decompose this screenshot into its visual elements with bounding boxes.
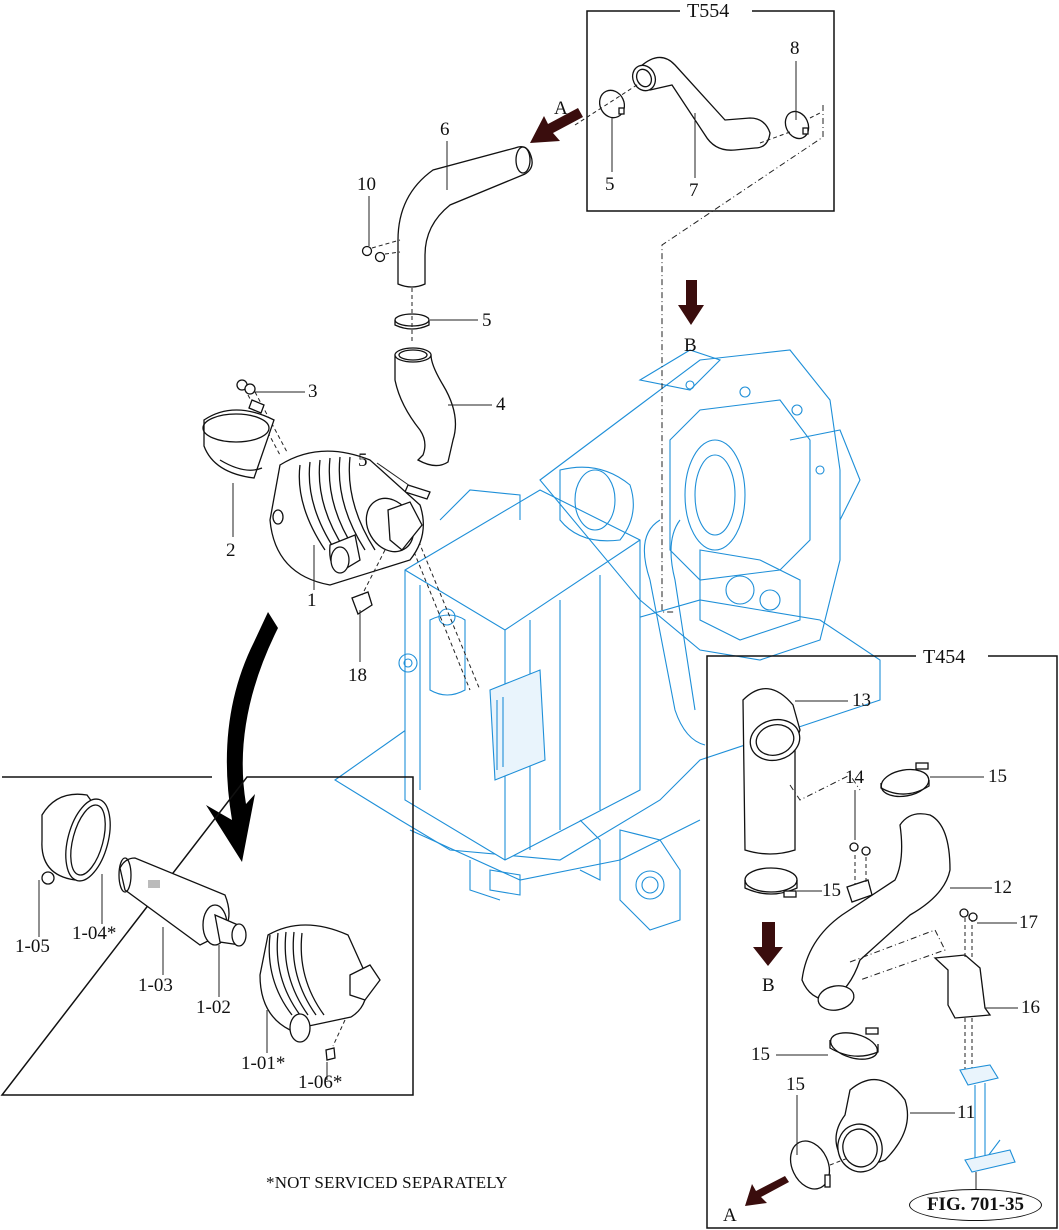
view-label-a-top: A: [554, 98, 568, 119]
view-arrow-a-t454-icon: [745, 1176, 789, 1206]
callout-13: 13: [852, 690, 871, 711]
callout-15d: 15: [786, 1074, 805, 1095]
mount-line-4: [254, 391, 288, 453]
leader-lines: [38, 61, 1018, 1189]
callout-17: 17: [1019, 912, 1038, 933]
inset-title-t454: T454: [919, 647, 970, 667]
callout-3: 3: [308, 381, 318, 402]
footnote-not-serviced: *NOT SERVICED SEPARATELY: [266, 1173, 508, 1192]
callout-4: 4: [496, 394, 506, 415]
callout-5b: 5: [358, 450, 368, 471]
mount-line-3: [247, 394, 281, 456]
callout-5: 5: [482, 310, 492, 331]
part-10-nut-a: [361, 245, 373, 257]
callout-15c: 15: [751, 1044, 770, 1065]
figure-number-badge: FIG. 701-35: [909, 1189, 1042, 1221]
route-line-t554: [661, 105, 824, 613]
callout-1-04: 1-04*: [72, 923, 117, 944]
callout-10: 10: [357, 174, 376, 195]
view-arrow-b-t454-icon: [753, 922, 783, 966]
part-10-nut-b: [374, 251, 386, 263]
part-2-band: [202, 409, 275, 479]
view-label-b-top: B: [684, 335, 697, 356]
figure-number: FIG. 701-35: [926, 1194, 1025, 1215]
callout-5c: 5: [605, 174, 615, 195]
callout-15a: 15: [988, 766, 1007, 787]
callout-12: 12: [993, 877, 1012, 898]
callout-18: 18: [348, 665, 367, 686]
curved-arrow-icon: [206, 612, 278, 862]
callout-1-06: 1-06*: [298, 1072, 343, 1093]
callout-2: 2: [226, 540, 236, 561]
engine-assembly: [334, 349, 881, 931]
callout-1-05: 1-05: [15, 936, 50, 957]
part-1-air-cleaner: [269, 450, 424, 586]
view-label-b-t454: B: [762, 975, 775, 996]
callout-1-03: 1-03: [138, 975, 173, 996]
callout-6: 6: [440, 119, 450, 140]
mount-line-1: [392, 499, 471, 691]
part-5-clamp-small: [404, 484, 431, 500]
inset-title-t554: T554: [683, 1, 734, 21]
part-4-hose: [394, 347, 457, 467]
inset-t554: [574, 10, 835, 212]
callout-7: 7: [689, 180, 699, 201]
inset-air-cleaner-exploded: [0, 776, 414, 1096]
part-3-bolt-b: [244, 383, 256, 395]
callout-16: 16: [1021, 997, 1040, 1018]
part-6-hose: [397, 145, 533, 288]
callout-15b: 15: [822, 880, 841, 901]
callout-8: 8: [790, 38, 800, 59]
callout-1-02: 1-02: [196, 997, 231, 1018]
callout-14: 14: [845, 767, 864, 788]
part-18-valve: [351, 591, 373, 615]
view-arrow-a-top-icon: [530, 108, 583, 143]
callout-1-01: 1-01*: [241, 1053, 286, 1074]
view-label-a-t454: A: [723, 1205, 737, 1226]
callout-1: 1: [307, 590, 317, 611]
inset-t454: [706, 655, 1058, 1229]
view-arrow-b-top-icon: [678, 280, 704, 325]
callout-11: 11: [957, 1102, 976, 1123]
